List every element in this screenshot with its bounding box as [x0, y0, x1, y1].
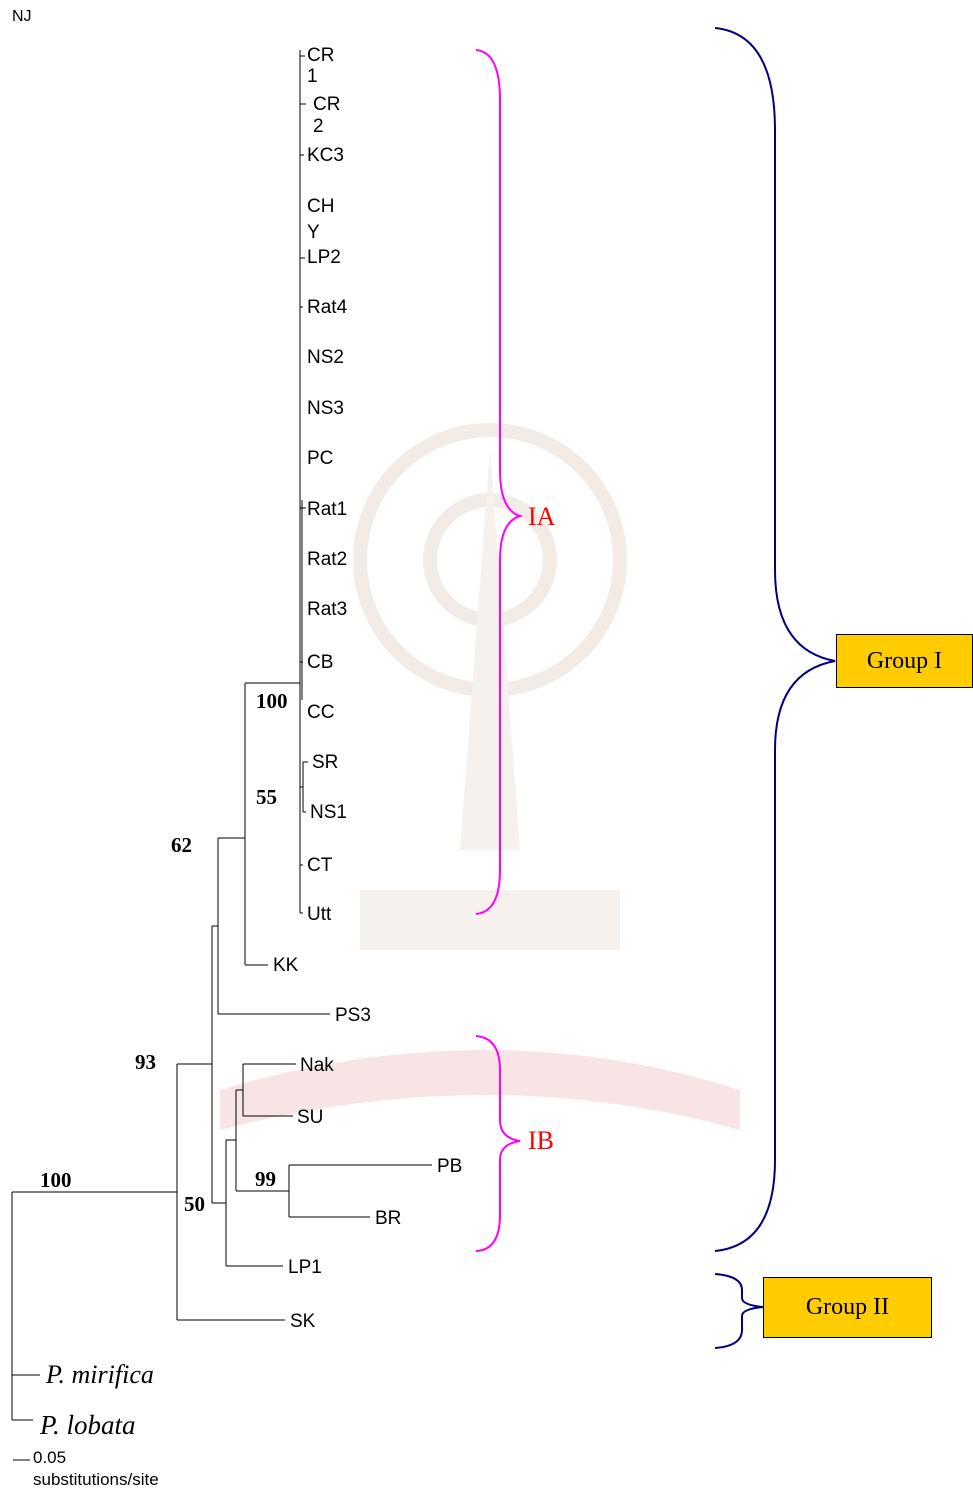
tree-branches	[11, 50, 432, 1461]
taxon-chy: CH	[307, 196, 334, 217]
taxon-kk: KK	[273, 955, 299, 976]
bootstrap-ia-clade: 100	[256, 689, 288, 713]
ib-bracket	[475, 1035, 521, 1252]
taxon-ns1: NS1	[310, 802, 347, 823]
bootstrap-ib-lp1: 50	[184, 1192, 205, 1216]
taxon-br: BR	[375, 1208, 401, 1229]
taxon-cc: CC	[307, 702, 334, 723]
bootstrap-pb-br: 99	[255, 1167, 276, 1191]
bootstrap-sr-ns1: 55	[256, 785, 277, 809]
taxon-utt: Utt	[307, 904, 332, 925]
bootstrap-root: 100	[40, 1168, 72, 1192]
taxon-pb: PB	[437, 1156, 462, 1177]
taxon-cb: CB	[307, 652, 333, 673]
taxon-rat2: Rat2	[307, 549, 347, 570]
bootstrap-ingroup: 93	[135, 1050, 156, 1074]
taxon-lp1: LP1	[288, 1257, 322, 1278]
taxon-kc3: KC3	[307, 145, 344, 166]
taxon-chy-suffix: Y	[307, 222, 320, 243]
taxon-pc: PC	[307, 448, 333, 469]
taxon-rat1: Rat1	[307, 499, 347, 520]
taxon-rat3: Rat3	[307, 599, 347, 620]
bootstrap-ia-kk: 62	[171, 833, 192, 857]
taxon-rat4: Rat4	[307, 297, 348, 318]
taxon-su: SU	[297, 1107, 323, 1128]
taxon-lp2: LP2	[307, 247, 341, 268]
taxon-ct: CT	[307, 855, 333, 876]
method-label: NJ	[12, 8, 32, 25]
taxon-cr1-suffix: 1	[307, 66, 318, 87]
group1-bracket	[714, 27, 836, 1252]
taxon-sk: SK	[290, 1311, 316, 1332]
taxon-ns3: NS3	[307, 398, 344, 419]
taxon-cr2-suffix: 2	[313, 116, 324, 137]
taxon-ps3: PS3	[335, 1005, 371, 1026]
group2-bracket	[714, 1273, 764, 1349]
group2-box: Group II	[763, 1277, 932, 1338]
taxon-cr1: CR	[307, 45, 334, 66]
taxon-p-lobata: P. lobata	[39, 1410, 136, 1440]
ia-bracket	[475, 49, 524, 915]
scale-value: 0.05	[33, 1448, 67, 1467]
watermark-emblem	[220, 423, 740, 1130]
scale-unit: substitutions/site	[33, 1470, 159, 1489]
taxon-nak: Nak	[300, 1055, 334, 1076]
group1-box: Group I	[836, 634, 973, 688]
taxon-ns2: NS2	[307, 347, 344, 368]
ib-label: IB	[528, 1126, 554, 1155]
ia-label: IA	[528, 502, 556, 531]
taxon-p-mirifica: P. mirifica	[45, 1360, 154, 1389]
taxon-cr2: CR	[313, 94, 340, 115]
taxon-sr: SR	[312, 752, 338, 773]
